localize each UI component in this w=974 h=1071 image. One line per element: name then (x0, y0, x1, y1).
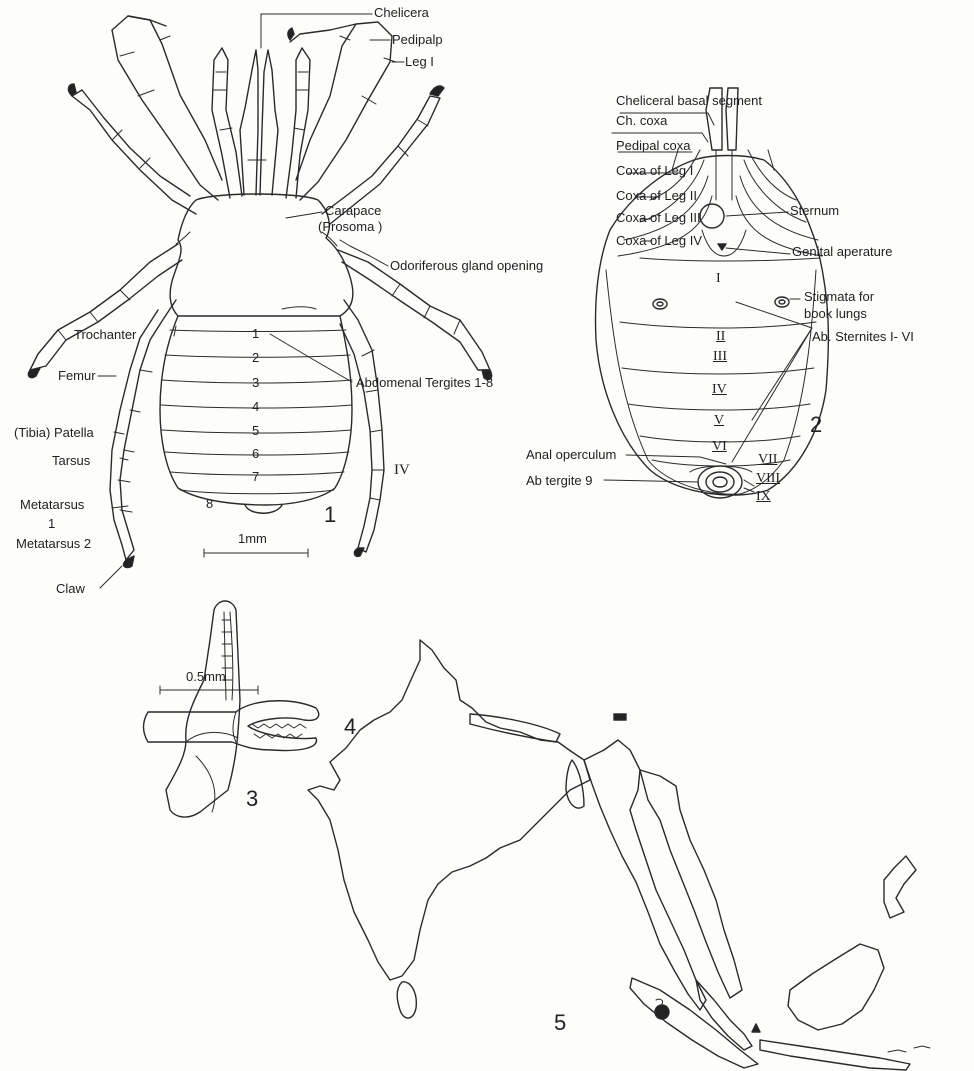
label-prosoma: (Prosoma ) (318, 220, 382, 233)
label-pedipalp: Pedipalp (392, 33, 443, 46)
label-coxa-leg-iv: Coxa of Leg IV (616, 234, 702, 247)
label-abdominal-tergites: Abdomenal Tergites 1-8 (356, 376, 493, 389)
figure-number-5: 5 (554, 1012, 566, 1034)
tergite-number: 6 (252, 447, 259, 460)
fig4-drawing (144, 686, 319, 751)
label-pedipal-coxa: Pedipal coxa (616, 139, 690, 152)
label-femur: Femur (58, 369, 96, 382)
label-metatarsus1-number: 1 (48, 517, 55, 530)
tergite-number: 3 (252, 376, 259, 389)
marker-dot (655, 1005, 669, 1019)
tergite-number: 1 (252, 327, 259, 340)
map-sulawesi (884, 856, 916, 918)
label-metatarsus1: Metatarsus (20, 498, 84, 511)
marker-triangle (752, 1024, 760, 1032)
tergite-number: 8 (206, 497, 213, 510)
scale-label-0.5mm: 0.5mm (186, 670, 226, 683)
label-leg-i: Leg I (405, 55, 434, 68)
label-carapace: Carapace (325, 204, 381, 217)
fig5-map (308, 640, 930, 1070)
label-anal-operculum: Anal operculum (526, 448, 616, 461)
tergite-number: 5 (252, 424, 259, 437)
label-sternum: Sternum (790, 204, 839, 217)
sternite-numeral: II (716, 330, 725, 344)
fig1-drawing (28, 14, 491, 588)
label-book-lungs: book lungs (804, 307, 867, 320)
label-coxa-leg-i: Coxa of Leg I (616, 164, 693, 177)
tergite-number: 7 (252, 470, 259, 483)
scale-label-1mm: 1mm (238, 532, 267, 545)
marker-rect (614, 714, 626, 720)
label-sternites: Ab. Sternites I- VI (812, 330, 914, 343)
label-tibia-patella: (Tibia) Patella (14, 426, 94, 439)
map-java (760, 1040, 910, 1070)
map-borneo (788, 944, 884, 1030)
sternite-numeral: I (716, 272, 721, 286)
sternite-numeral: V (714, 414, 724, 428)
label-leg-iv: IV (394, 463, 410, 478)
map-indochina (640, 770, 742, 998)
map-bangladesh (566, 760, 584, 808)
posterior-numeral: VIII (756, 472, 780, 486)
posterior-numeral: IX (756, 490, 771, 504)
sternite-numeral: III (713, 350, 727, 364)
map-burma (584, 740, 706, 1010)
figure-number-2: 2 (810, 414, 822, 436)
sternite-numeral: VI (712, 440, 727, 454)
label-cheliceral-basal: Cheliceral basal segment (616, 94, 762, 107)
figure-number-3: 3 (246, 788, 258, 810)
fig3-drawing (166, 601, 240, 817)
figure-number-4: 4 (344, 716, 356, 738)
label-coxa-leg-ii: Coxa of Leg II (616, 189, 697, 202)
map-malay (696, 980, 752, 1050)
map-nepal-bhutan (470, 714, 560, 742)
label-ch-coxa: Ch. coxa (616, 114, 667, 127)
tergite-number: 2 (252, 351, 259, 364)
label-metatarsus2: Metatarsus 2 (16, 537, 91, 550)
posterior-numeral: VII (758, 453, 777, 467)
label-ab-tergite9: Ab tergite 9 (526, 474, 593, 487)
figure-number-1: 1 (324, 504, 336, 526)
map-india (308, 640, 590, 980)
label-coxa-leg-iii: Coxa of Leg III (616, 211, 701, 224)
label-odoriferous: Odoriferous gland opening (390, 259, 543, 272)
tergite-number: 4 (252, 400, 259, 413)
label-chelicera: Chelicera (374, 6, 429, 19)
label-trochanter: Trochanter (74, 328, 136, 341)
label-genital: Genital aperature (792, 245, 892, 258)
sternite-numeral: IV (712, 383, 727, 397)
label-claw: Claw (56, 582, 85, 595)
label-stigmata: Stigmata for (804, 290, 874, 303)
label-tarsus: Tarsus (52, 454, 90, 467)
map-srilanka (397, 982, 416, 1018)
